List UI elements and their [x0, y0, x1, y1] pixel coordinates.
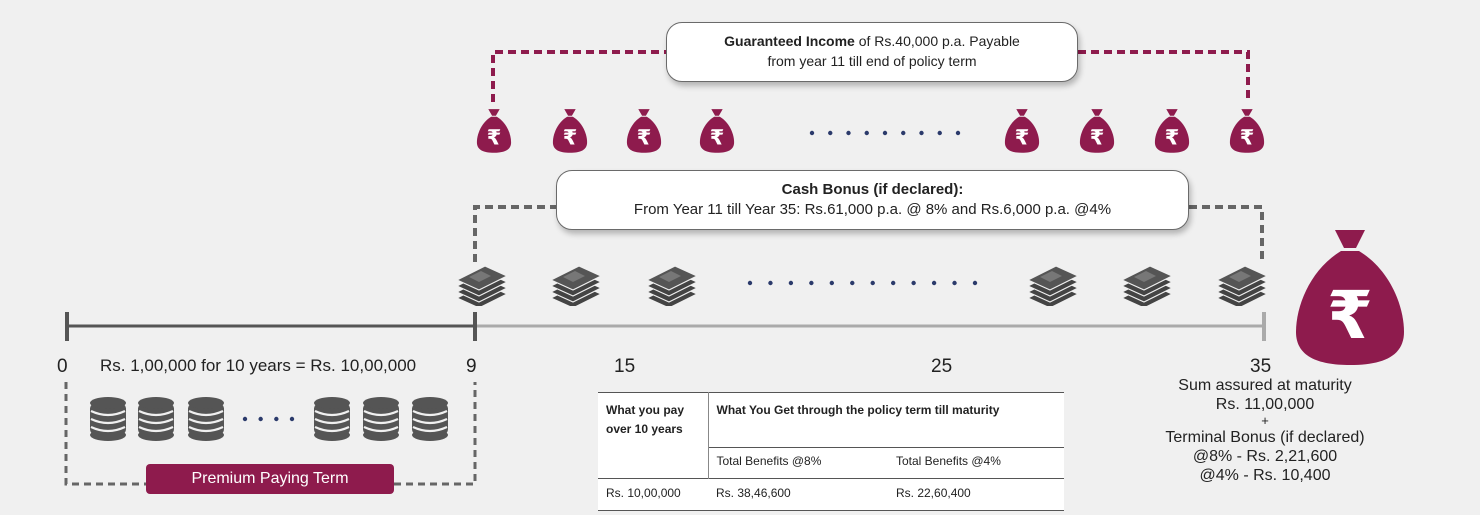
rupee-money-bag-icon: ₹ [476, 109, 512, 153]
guaranteed-income-callout: Guaranteed Income of Rs.40,000 p.a. Paya… [666, 22, 1078, 82]
table-header-pay: What you pay over 10 years [606, 403, 685, 436]
ellipsis-dot [882, 130, 888, 136]
rupee-money-bag-icon: ₹ [699, 109, 735, 153]
large-rupee-money-bag-icon: ₹ [1296, 230, 1404, 365]
ellipsis-dot [890, 280, 896, 286]
ellipsis-dot [901, 130, 906, 136]
table-cell-pay: Rs. 10,00,000 [606, 486, 681, 500]
ellipsis-dot [768, 280, 773, 286]
ellipsis-dot [289, 416, 295, 422]
income-callout-line1: Guaranteed Income of Rs.40,000 p.a. Paya… [667, 31, 1077, 51]
timeline-label-25: 25 [931, 356, 953, 377]
income-callout-line2: from year 11 till end of policy term [767, 53, 977, 69]
svg-text:₹: ₹ [563, 125, 578, 149]
svg-text:₹: ₹ [1090, 125, 1105, 149]
svg-text:₹: ₹ [1015, 125, 1030, 149]
ellipsis-dot [788, 280, 794, 286]
timeline-label-0: 0 [57, 356, 68, 377]
ellipsis-dot [258, 416, 263, 422]
rupee-money-bag-icon: ₹ [1079, 109, 1115, 153]
premium-bracket-right [394, 382, 477, 486]
table-row: Rs. 10,00,000 Rs. 38,46,600 Rs. 22,60,40… [598, 478, 1064, 511]
cash-bundle-icon [1120, 265, 1174, 306]
table-subheader-8: Total Benefits @8% [707, 447, 888, 479]
bonus-callout-line2: From Year 11 till Year 35: Rs.61,000 p.a… [633, 201, 1112, 218]
maturity-line4: @8% - Rs. 2,21,600 [1192, 448, 1338, 465]
ellipsis-dot [809, 130, 815, 136]
coin-stack-icon [138, 397, 174, 441]
cash-bundle-icon [1215, 265, 1269, 306]
svg-text:₹: ₹ [487, 125, 502, 149]
income-callout-rest: of Rs.40,000 p.a. Payable [854, 33, 1020, 49]
maturity-plus: + [1261, 413, 1269, 428]
ellipsis-dot [274, 416, 279, 422]
bonus-ellipsis-dots [747, 280, 978, 286]
ellipsis-dot [809, 280, 814, 286]
income-callout-bold: Guaranteed Income [724, 33, 855, 49]
premium-amount-text: Rs. 1,00,000 for 10 years = Rs. 10,00,00… [100, 356, 417, 375]
ellipsis-dot [850, 280, 855, 286]
table-cell-get-8: Rs. 38,46,600 [716, 486, 791, 500]
cash-bundle-icon [1026, 265, 1080, 306]
bonus-bracket-right [1189, 205, 1264, 262]
income-bracket-right [1078, 50, 1250, 102]
ellipsis-dot [919, 130, 924, 136]
coin-stack-icon [90, 397, 126, 441]
coin-ellipsis-dots [242, 416, 295, 422]
benefits-table: What you pay over 10 years What You Get … [598, 392, 1064, 511]
bonus-callout-title: Cash Bonus (if declared): [781, 181, 964, 198]
svg-text:₹: ₹ [1240, 125, 1255, 149]
coin-stack-icon [412, 397, 448, 441]
ellipsis-dot [242, 416, 248, 422]
svg-text:₹: ₹ [710, 125, 725, 149]
ellipsis-dot [952, 280, 957, 286]
ellipsis-dot [829, 280, 835, 286]
timeline-label-9: 9 [466, 356, 477, 377]
rupee-money-bag-icon: ₹ [1004, 109, 1040, 153]
rupee-money-bag-icon: ₹ [552, 109, 588, 153]
svg-text:₹: ₹ [637, 125, 652, 149]
income-ellipsis-dots [809, 130, 961, 136]
table-subheader-4: Total Benefits @4% [888, 447, 1064, 479]
ellipsis-dot [864, 130, 869, 136]
maturity-benefit-text: Sum assured at maturity Rs. 11,00,000 + … [1140, 376, 1390, 485]
coin-stack-icon [314, 397, 350, 441]
table-cell-get-4: Rs. 22,60,400 [896, 486, 971, 500]
income-bracket-left [491, 50, 666, 102]
rupee-money-bag-icon: ₹ [1229, 109, 1265, 153]
maturity-line1: Sum assured at maturity [1178, 377, 1352, 394]
ellipsis-dot [911, 280, 916, 286]
ellipsis-dot [747, 280, 753, 286]
svg-text:₹: ₹ [1327, 277, 1373, 354]
timeline-label-15: 15 [614, 356, 636, 377]
cash-bonus-callout: Cash Bonus (if declared): From Year 11 t… [556, 170, 1189, 230]
bonus-bracket-left [473, 205, 556, 262]
cash-bundle-icon [645, 265, 699, 306]
premium-bracket-left [64, 382, 146, 486]
maturity-line2: Rs. 11,00,000 [1215, 396, 1315, 413]
cash-bundle-icon [455, 265, 509, 306]
ellipsis-dot [937, 130, 942, 136]
svg-text:₹: ₹ [1165, 125, 1180, 149]
ellipsis-dot [828, 130, 833, 136]
maturity-line3: Terminal Bonus (if declared) [1165, 429, 1365, 446]
timeline-label-35: 35 [1250, 356, 1272, 377]
coin-stack-icon [188, 397, 224, 441]
maturity-line5: @4% - Rs. 10,400 [1199, 467, 1331, 484]
ellipsis-dot [846, 130, 851, 136]
ellipsis-dot [972, 280, 978, 286]
premium-paying-term-label: Premium Paying Term [146, 464, 394, 494]
rupee-money-bag-icon: ₹ [626, 109, 662, 153]
coin-stack-icon [363, 397, 399, 441]
cash-bundle-icon [549, 265, 603, 306]
table-header-get: What You Get through the policy term til… [707, 392, 1064, 448]
ellipsis-dot [955, 130, 961, 136]
ellipsis-dot [870, 280, 875, 286]
rupee-money-bag-icon: ₹ [1154, 109, 1190, 153]
ellipsis-dot [931, 280, 937, 286]
